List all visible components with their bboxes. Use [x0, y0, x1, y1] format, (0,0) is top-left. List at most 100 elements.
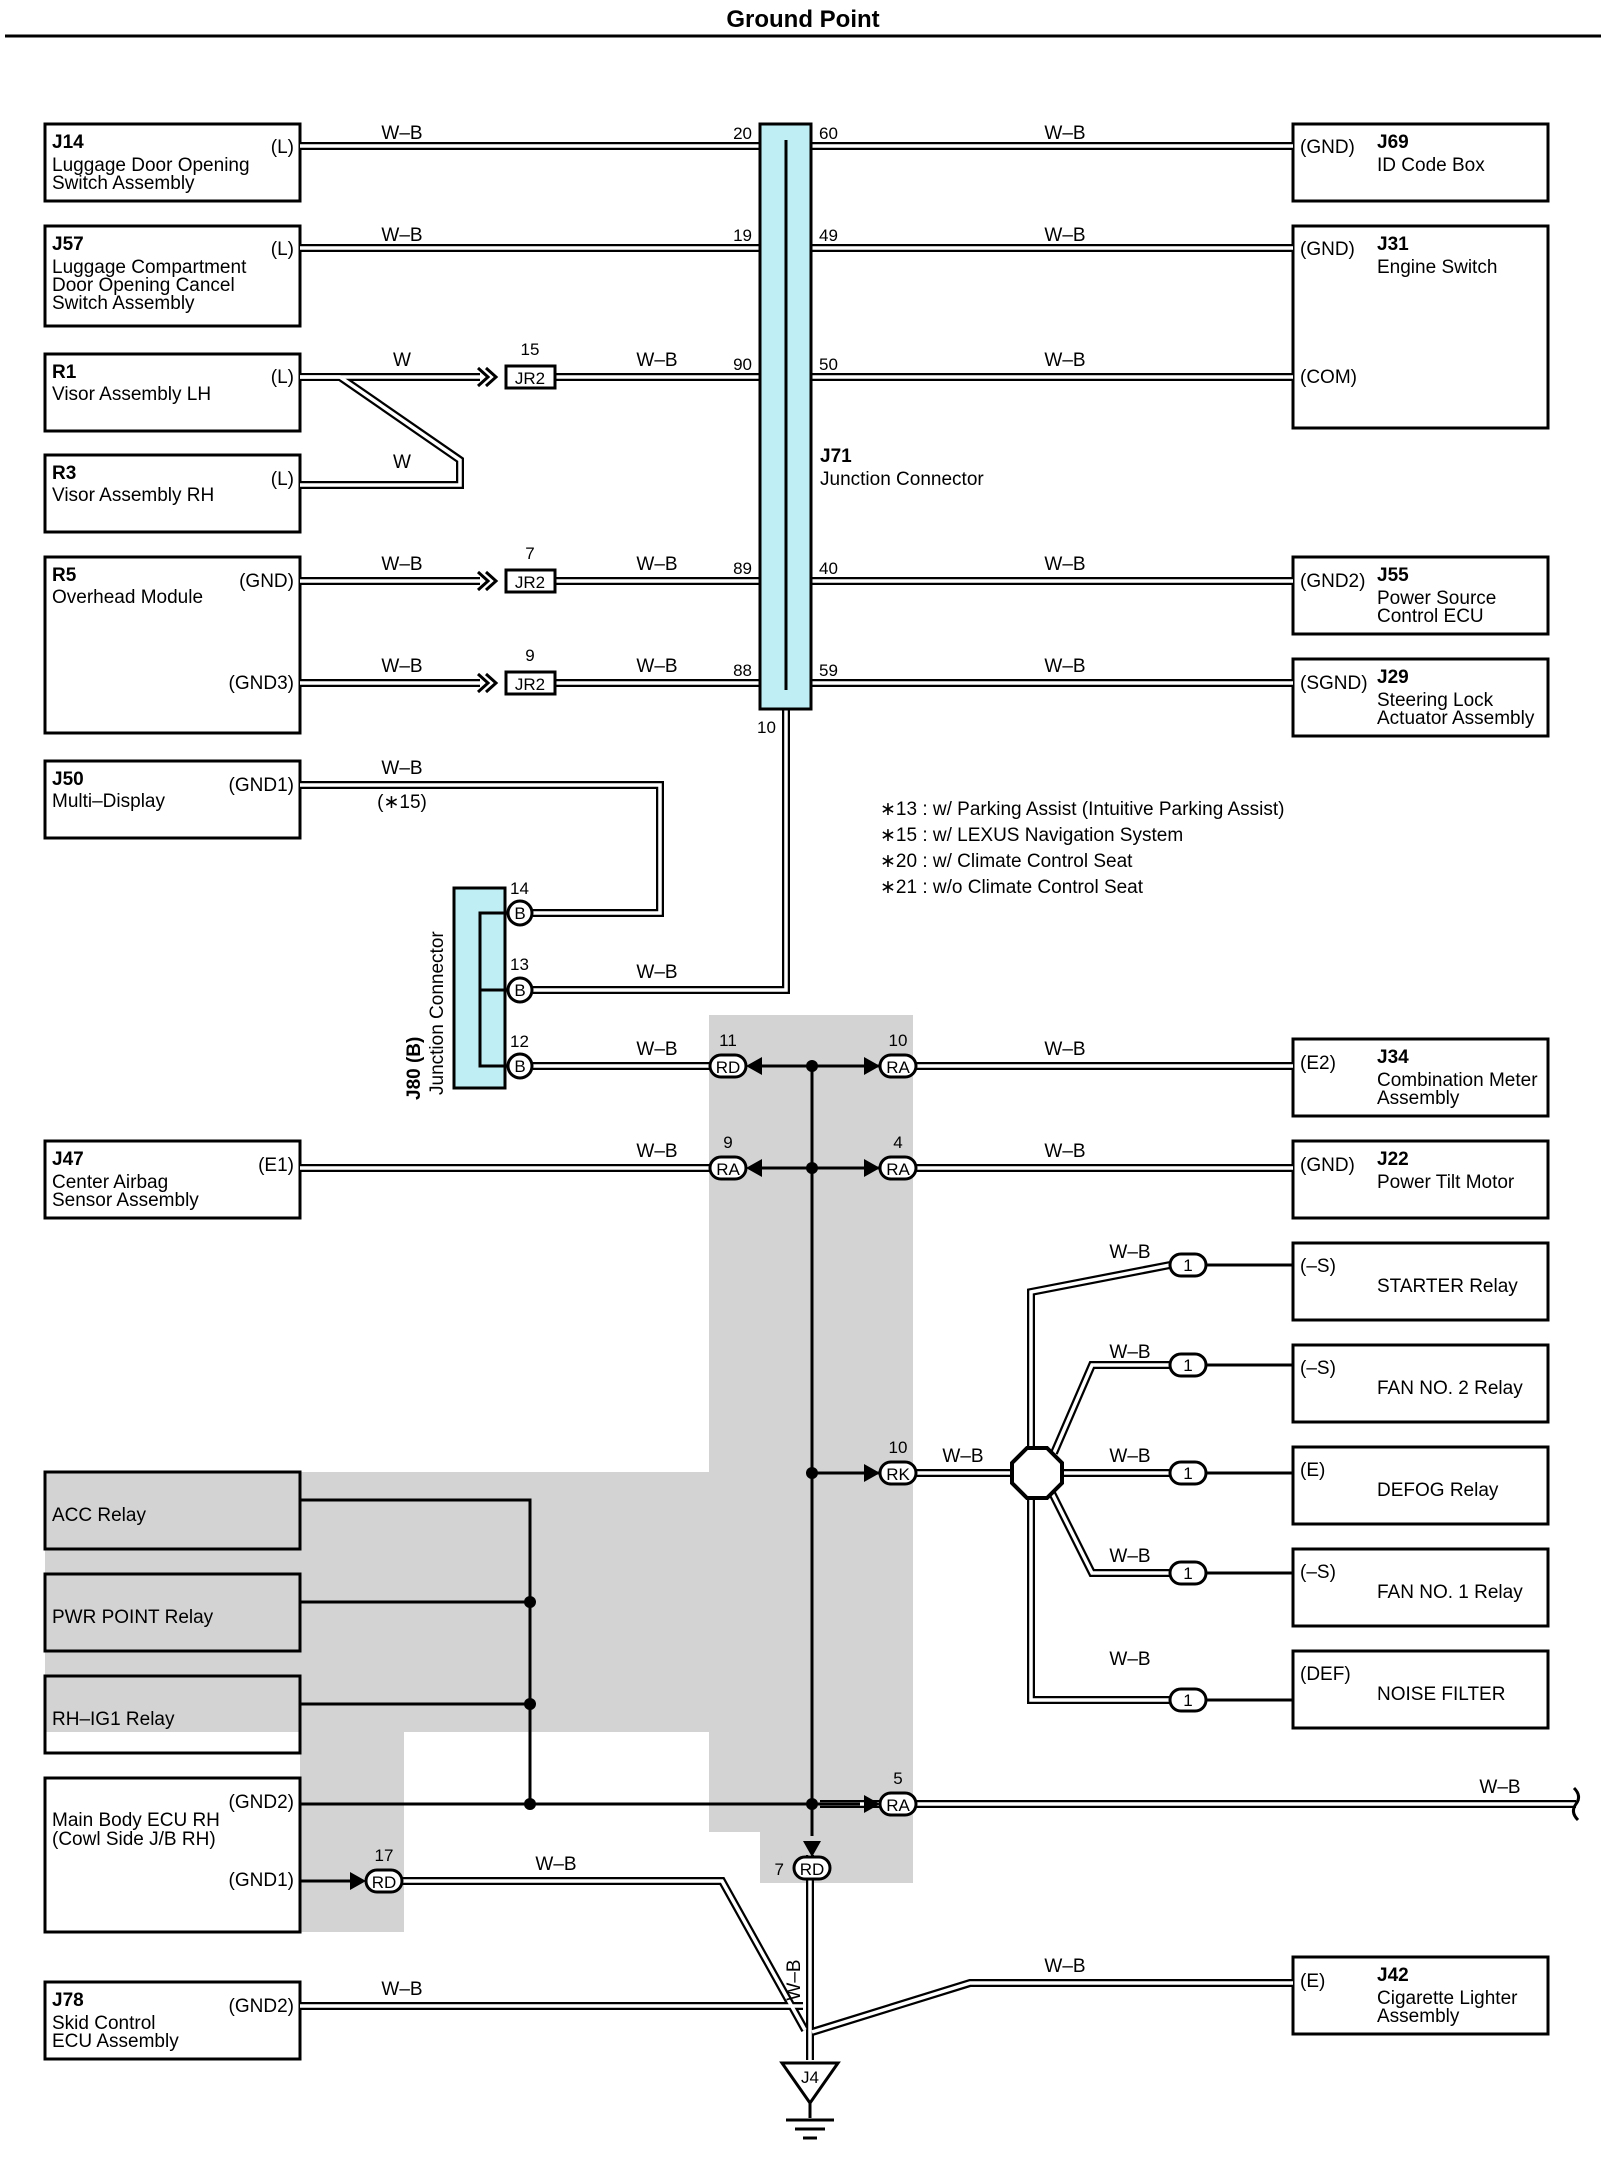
- box-j50: [43, 759, 302, 840]
- j71-left-pin: 89: [733, 559, 752, 578]
- code-r5: R5: [52, 565, 77, 586]
- name-noise: NOISE FILTER: [1377, 1684, 1505, 1705]
- term-noise: (DEF): [1300, 1664, 1351, 1685]
- term-fan1: (–S): [1300, 1562, 1336, 1583]
- rd11-pin: 11: [719, 1031, 737, 1050]
- wire-label: W–B: [636, 962, 677, 983]
- note-15: ∗15 : w/ LEXUS Navigation System: [880, 825, 1183, 846]
- j80-socket-label: B: [514, 904, 525, 923]
- rk10-label: RK: [886, 1465, 910, 1484]
- jr2-label: JR2: [515, 369, 545, 388]
- j71-left-pin: 19: [733, 226, 752, 245]
- box-j55: [1291, 555, 1550, 636]
- term-j50: (GND1): [229, 775, 294, 796]
- left-component-labels: J14 Luggage Door Opening Switch Assembly…: [52, 132, 294, 2052]
- wire-label: W–B: [636, 1141, 677, 1162]
- code-j42: J42: [1377, 1965, 1409, 1986]
- j80-pin: 13: [510, 955, 529, 974]
- name-starter: STARTER Relay: [1377, 1276, 1518, 1297]
- name-j55-line1: Power Source: [1377, 588, 1496, 609]
- name-j50: Multi–Display: [52, 791, 165, 812]
- name-j34-line2: Assembly: [1377, 1088, 1460, 1109]
- name-j47-line1: Center Airbag: [52, 1172, 168, 1193]
- wire-label-w: W: [393, 350, 411, 371]
- code-j47: J47: [52, 1149, 84, 1170]
- name-j57-line1: Luggage Compartment: [52, 257, 247, 278]
- term-j14: (L): [271, 137, 294, 158]
- code-j57: J57: [52, 234, 84, 255]
- wire-label: W–B: [636, 1039, 677, 1060]
- ra4-label: RA: [886, 1160, 910, 1179]
- wire-label: W–B: [636, 656, 677, 677]
- box-j31: [1291, 224, 1550, 430]
- term-j69: (GND): [1300, 137, 1355, 158]
- name-j34-line1: Combination Meter: [1377, 1070, 1538, 1091]
- name-j55-line2: Control ECU: [1377, 606, 1484, 627]
- j80-name: Junction Connector: [427, 931, 448, 1095]
- term-r5-gnd: (GND): [239, 571, 294, 592]
- code-j78: J78: [52, 1990, 84, 2011]
- term-mainbody-gnd2: (GND2): [229, 1792, 294, 1813]
- term-r5-gnd3: (GND3): [229, 673, 294, 694]
- code-r3: R3: [52, 463, 76, 484]
- name-j14-line2: Switch Assembly: [52, 173, 195, 194]
- name-j57-line3: Switch Assembly: [52, 293, 195, 314]
- ra10-label: RA: [886, 1058, 910, 1077]
- box-r1: [43, 352, 302, 433]
- ra9-pin: 9: [723, 1133, 732, 1152]
- name-r3: Visor Assembly RH: [52, 485, 214, 506]
- wire-label: W–B: [942, 1446, 983, 1467]
- name-j42-line2: Assembly: [1377, 2006, 1460, 2027]
- note-21: ∗21 : w/o Climate Control Seat: [880, 877, 1144, 898]
- j80-code: J80 (B): [404, 1037, 425, 1100]
- box-j34: [1291, 1037, 1550, 1118]
- name-acc: ACC Relay: [52, 1505, 146, 1526]
- code-j22: J22: [1377, 1149, 1409, 1170]
- box-j42: [1291, 1955, 1550, 2036]
- wire-label: W–B: [381, 554, 422, 575]
- rd7-pin: 7: [775, 1860, 784, 1879]
- relay-pin: 1: [1183, 1256, 1192, 1275]
- wire-label: W–B: [1044, 554, 1085, 575]
- jb-connector-labels: RD 11 RA 10 RA 9 RA 4 RK 10 RA 5 RD 17 R…: [372, 1031, 911, 1892]
- note-13: ∗13 : w/ Parking Assist (Intuitive Parki…: [880, 799, 1285, 820]
- term-starter: (–S): [1300, 1256, 1336, 1277]
- name-defog: DEFOG Relay: [1377, 1480, 1499, 1501]
- wire-label: W–B: [381, 225, 422, 246]
- rd17-pin: 17: [375, 1846, 394, 1865]
- name-j22: Power Tilt Motor: [1377, 1172, 1515, 1193]
- wire-label: W–B: [1044, 1141, 1085, 1162]
- wire-label: W–B: [381, 656, 422, 677]
- wire-label: W–B: [1109, 1342, 1150, 1363]
- name-j31: Engine Switch: [1377, 257, 1497, 278]
- j80-socket-label: B: [514, 981, 525, 1000]
- wire-label: W–B: [1109, 1242, 1150, 1263]
- box-mainbody: [43, 1776, 302, 1934]
- name-j29-line2: Actuator Assembly: [1377, 708, 1535, 729]
- j71-left-pin: 20: [733, 124, 752, 143]
- name-mainbody-line2: (Cowl Side J/B RH): [52, 1829, 216, 1850]
- j80-pin-sockets: [506, 899, 534, 1080]
- name-j78-line1: Skid Control: [52, 2013, 156, 2034]
- white-cut: [404, 1832, 760, 1952]
- relay-pin: 1: [1183, 1464, 1192, 1483]
- box-j29: [1291, 657, 1550, 738]
- box-j14: [43, 122, 302, 203]
- relay-pin: 1: [1183, 1356, 1192, 1375]
- wire-label: W–B: [1044, 225, 1085, 246]
- box-j22: [1291, 1139, 1550, 1220]
- wire-label: W–B: [636, 350, 677, 371]
- ra5-pin: 5: [893, 1769, 902, 1788]
- term-mainbody-gnd1: (GND1): [229, 1870, 294, 1891]
- term-j55: (GND2): [1300, 571, 1365, 592]
- relay-pin: 1: [1183, 1691, 1192, 1710]
- diagram-title: Ground Point: [726, 6, 879, 33]
- name-r5: Overhead Module: [52, 587, 203, 608]
- rd7-label: RD: [800, 1860, 825, 1879]
- ground-symbol: [779, 2061, 841, 2140]
- term-j22: (GND): [1300, 1155, 1355, 1176]
- box-j47: [43, 1139, 302, 1220]
- rd17-label: RD: [372, 1873, 397, 1892]
- j71-left-pin: 88: [733, 661, 752, 680]
